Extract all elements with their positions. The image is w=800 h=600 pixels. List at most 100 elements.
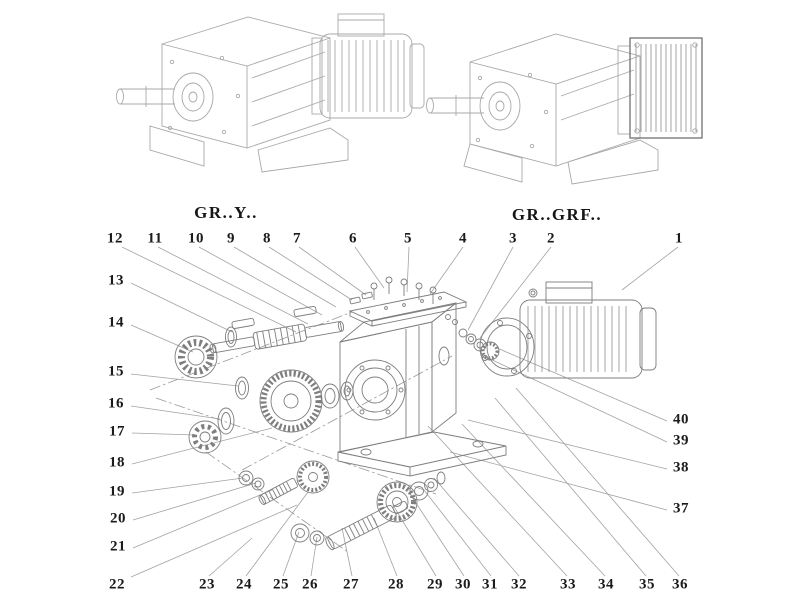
callout-14: 14: [108, 314, 124, 331]
gearbox-housing-outline: [161, 16, 331, 149]
model-label-gr-y: GR..Y..: [194, 203, 258, 222]
motor-fins: [527, 306, 627, 372]
motor-assembly: [445, 281, 657, 379]
retaining-ring: [225, 326, 237, 348]
mounting-foot: [149, 125, 205, 167]
callout-8: 8: [263, 230, 271, 247]
motor-flange: [479, 317, 535, 377]
callout-27: 27: [343, 576, 359, 593]
input-shaft: [209, 320, 345, 354]
callout-5: 5: [404, 230, 412, 247]
washer: [290, 523, 310, 543]
mounting-foot: [463, 143, 523, 183]
mounting-foot: [567, 139, 659, 185]
callout-30: 30: [455, 576, 471, 593]
intermediate-pinion-assembly: [238, 460, 330, 505]
callout-16: 16: [108, 395, 124, 412]
callout-36: 36: [672, 576, 688, 593]
gasket-strip: [361, 291, 373, 300]
motor-body: [519, 299, 643, 379]
washer: [458, 328, 468, 338]
bolt: [445, 314, 451, 320]
callout-6: 6: [349, 230, 357, 247]
callout-40: 40: [673, 411, 689, 428]
input-boss: [172, 72, 214, 122]
input-shaft-assembly: [209, 306, 345, 354]
housing-cover-and-bolts: [348, 276, 468, 327]
callout-1: 1: [675, 230, 683, 247]
input-shaft-stub: [426, 95, 484, 116]
shaft-key: [231, 318, 255, 329]
callout-13: 13: [108, 272, 124, 289]
inspection-cover: [348, 291, 468, 322]
callout-32: 32: [511, 576, 527, 593]
callout-2: 2: [547, 230, 555, 247]
input-shaft-stub: [116, 86, 175, 107]
gearbox-housing-outline: [469, 33, 641, 167]
callout-31: 31: [482, 576, 498, 593]
oil-plug: [438, 346, 450, 366]
callout-23: 23: [199, 576, 215, 593]
flange-fin-cover: [617, 37, 703, 139]
motor-body: [311, 13, 425, 119]
ring: [238, 470, 254, 486]
callout-38: 38: [673, 459, 689, 476]
callout-34: 34: [598, 576, 614, 593]
callout-25: 25: [273, 576, 289, 593]
washer: [465, 333, 477, 345]
callout-17: 17: [109, 423, 125, 440]
spacer-ring: [217, 407, 235, 435]
output-gear: [376, 481, 418, 523]
intermediate-gear: [296, 460, 330, 494]
ball-bearing: [188, 420, 222, 454]
housing-front-face: [339, 321, 433, 453]
callout-10: 10: [188, 230, 204, 247]
input-boss: [479, 81, 521, 131]
callout-3: 3: [509, 230, 517, 247]
callout-39: 39: [673, 432, 689, 449]
bearing-bore: [344, 359, 406, 421]
housing-top-face: [339, 302, 457, 343]
callout-35: 35: [639, 576, 655, 593]
ring: [436, 471, 446, 485]
lifting-eye: [528, 288, 538, 298]
output-shaft-assembly: [290, 471, 446, 551]
motor-end-cap: [639, 307, 657, 371]
terminal-box: [545, 281, 593, 304]
output-shaft: [325, 500, 409, 551]
callout-4: 4: [459, 230, 467, 247]
callout-37: 37: [673, 500, 689, 517]
callout-9: 9: [227, 230, 235, 247]
washer: [320, 383, 340, 409]
callout-33: 33: [560, 576, 576, 593]
assembled-view-gr-grf: [426, 33, 703, 185]
large-gear: [259, 369, 323, 433]
callout-19: 19: [109, 483, 125, 500]
ring: [424, 478, 438, 492]
washer: [309, 530, 325, 546]
bolt: [452, 319, 458, 325]
callout-18: 18: [109, 454, 125, 471]
large-gear-assembly: [259, 369, 354, 433]
callout-29: 29: [427, 576, 443, 593]
callout-28: 28: [388, 576, 404, 593]
shaft-key: [293, 306, 317, 317]
gear-housing: [337, 302, 507, 477]
exploded-view: [149, 276, 657, 553]
callout-24: 24: [236, 576, 252, 593]
callout-21: 21: [110, 538, 126, 555]
callout-11: 11: [147, 230, 163, 247]
terminal-box: [337, 13, 385, 37]
washer: [235, 376, 249, 400]
callout-22: 22: [109, 576, 125, 593]
bearings-and-rings-left: [174, 335, 249, 454]
mounting-foot: [257, 127, 349, 173]
ring: [251, 477, 265, 491]
callout-20: 20: [110, 510, 126, 527]
callout-7: 7: [293, 230, 301, 247]
callout-26: 26: [302, 576, 318, 593]
roller-bearing: [174, 335, 218, 379]
gasket-strip: [349, 296, 361, 305]
